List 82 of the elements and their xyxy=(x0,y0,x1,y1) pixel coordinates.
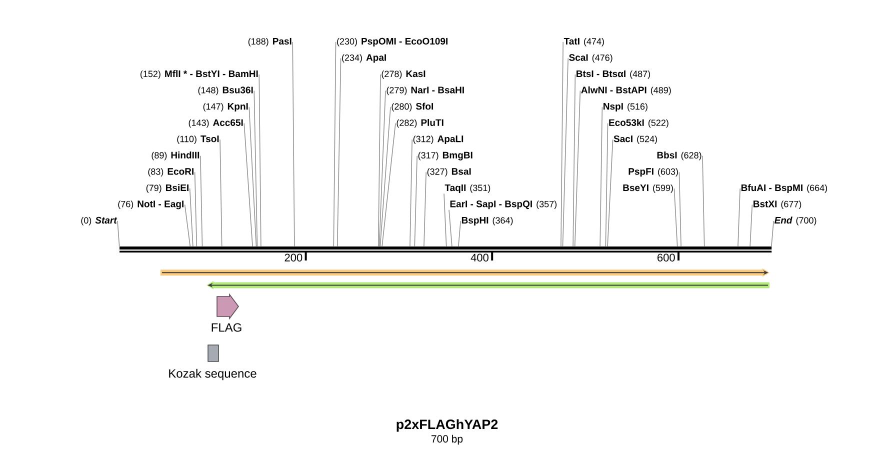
cut-site-label: (312) ApaLI xyxy=(413,136,464,144)
leader-line xyxy=(607,139,614,247)
cut-site-label: TatI (474) xyxy=(564,38,604,46)
leader-line xyxy=(458,220,461,247)
cut-site-label: (188) PasI xyxy=(248,38,292,46)
leader-line xyxy=(678,172,682,247)
cut-site-label: (79) BsiEI xyxy=(146,184,188,193)
leader-line xyxy=(200,156,203,247)
cut-site-label: TaqII (351) xyxy=(444,184,490,193)
cut-site-label: (234) ApaI xyxy=(342,54,386,63)
title: p2xFLAGhYAP2 xyxy=(396,419,498,432)
leader-line xyxy=(258,74,262,247)
leader-line xyxy=(414,156,418,247)
leader-line xyxy=(444,193,447,247)
cut-site-label: (230) PspOMI - EcoO109I xyxy=(337,38,448,46)
feature-bar xyxy=(160,268,770,277)
caption: 700 bp xyxy=(431,434,463,445)
leader-line xyxy=(333,42,336,247)
sequence-backbone xyxy=(120,246,772,252)
leader-line xyxy=(410,139,412,247)
leader-line xyxy=(336,58,342,247)
leader-line xyxy=(244,123,253,247)
leader-line xyxy=(378,74,381,247)
leader-line xyxy=(248,106,257,247)
leader-line xyxy=(117,220,120,247)
leader-line xyxy=(378,90,386,247)
cut-site-label: (76) NotI - EagI xyxy=(118,200,184,210)
cut-site-label: BtsI - BtsαI (487) xyxy=(576,70,650,79)
leader-line xyxy=(674,188,678,247)
cut-site-label: (282) PluTI xyxy=(396,119,444,128)
cut-site-label: EarI - SapI - BspQI (357) xyxy=(450,200,557,210)
leader-line xyxy=(771,220,774,247)
feature-label: Kozak sequence xyxy=(169,368,256,380)
cut-site-label: AlwNI - BstAPI (489) xyxy=(581,86,671,96)
leader-line xyxy=(605,123,608,247)
cut-site-label: (278) KasI xyxy=(382,70,426,79)
cut-site-label: (152) MflI * - BstYI - BamHI xyxy=(140,70,258,79)
leader-line xyxy=(750,204,753,247)
leader-line xyxy=(380,106,391,247)
end-label: End (700) xyxy=(774,216,816,226)
leader-line xyxy=(189,188,194,247)
feature-label: FLAG xyxy=(212,323,242,332)
leader-line xyxy=(194,172,198,247)
cut-site-label: (110) TsoI xyxy=(177,136,219,144)
cut-site-label: (143) Acc65I xyxy=(188,119,243,128)
cut-site-label: SacI (524) xyxy=(614,135,657,144)
leader-line xyxy=(574,90,581,247)
cut-site-label: NspI (516) xyxy=(604,103,648,112)
leader-line xyxy=(600,106,603,247)
cut-site-label: (317) BmgBI xyxy=(418,152,472,160)
cut-site-label: (83) EcoRI xyxy=(148,168,194,177)
cut-site-label: (89) HindIII xyxy=(152,152,200,160)
cut-site-label: (147) KpnI xyxy=(203,103,248,112)
cut-site-label: (327) BsaI xyxy=(427,168,471,177)
feature-bar xyxy=(206,281,770,290)
tick-label: 600 xyxy=(658,254,675,262)
leader-line xyxy=(424,172,426,247)
cut-site-label: ScaI (476) xyxy=(569,54,612,63)
leader-line xyxy=(448,210,452,247)
cut-site-label: BseYI (599) xyxy=(623,184,673,193)
leader-line xyxy=(562,58,568,247)
tick-label: 400 xyxy=(470,254,488,262)
cut-site-label: (279) NarI - BsaHI xyxy=(386,86,464,96)
leader-line xyxy=(702,156,705,247)
cut-site-label: BbsI (628) xyxy=(657,152,702,160)
cut-site-label: BspHI (364) xyxy=(462,216,513,226)
cut-site-label: (280) SfoI xyxy=(392,102,434,112)
leader-line xyxy=(254,90,258,247)
tick-label: 200 xyxy=(284,254,302,262)
cut-site-label: BfuAI - BspMI (664) xyxy=(741,184,828,193)
leader-line xyxy=(220,139,222,247)
end-label: (0) Start xyxy=(81,216,118,226)
leader-line xyxy=(738,188,740,247)
cut-site-label: Eco53kI (522) xyxy=(609,119,668,128)
leader-line xyxy=(184,204,191,247)
leader-line xyxy=(292,42,295,247)
cut-site-label: PspFI (603) xyxy=(628,168,678,177)
cut-site-label: BstXI (677) xyxy=(754,200,802,210)
cut-site-label: (148) Bsu36I xyxy=(198,86,253,96)
leader-line xyxy=(382,123,396,247)
leader-line xyxy=(572,74,576,247)
leader-line xyxy=(560,42,564,247)
